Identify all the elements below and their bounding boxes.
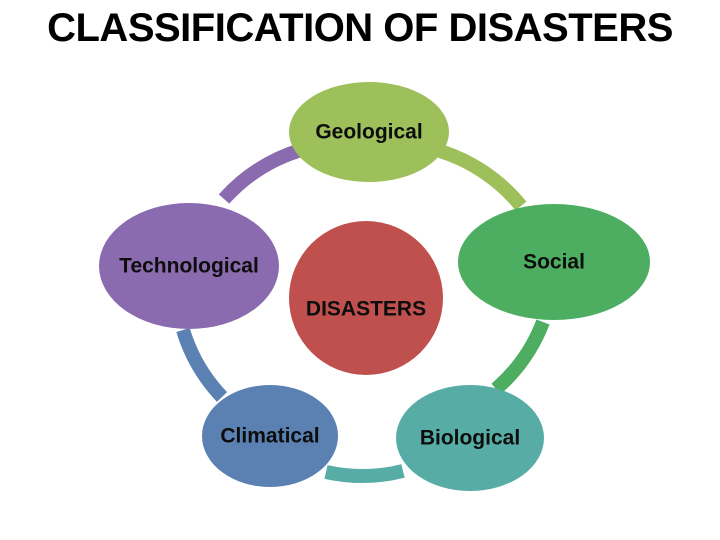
node-center-shape[interactable]: [289, 221, 443, 375]
node-social-label: Social: [523, 251, 585, 274]
connector-technological-geological: [218, 143, 304, 204]
node-technological[interactable]: Technological: [99, 203, 279, 329]
node-climatical-label: Climatical: [220, 425, 319, 448]
node-biological-label: Biological: [420, 427, 520, 450]
node-technological-shape[interactable]: [99, 203, 279, 329]
node-geological-shape[interactable]: [289, 82, 449, 182]
node-social[interactable]: Social: [458, 204, 650, 320]
node-geological[interactable]: Geological: [289, 82, 449, 182]
node-biological[interactable]: Biological: [396, 385, 544, 491]
node-climatical[interactable]: Climatical: [202, 385, 338, 487]
connector-geological-social: [437, 144, 527, 211]
node-climatical-shape[interactable]: [202, 385, 338, 487]
node-geological-label: Geological: [315, 121, 422, 144]
node-center-disasters[interactable]: DISASTERS: [289, 221, 443, 375]
page-title: CLASSIFICATION OF DISASTERS: [47, 6, 673, 50]
connector-group: [176, 143, 550, 483]
node-biological-shape[interactable]: [396, 385, 544, 491]
connector-biological-climatical: [324, 464, 405, 483]
classification-diagram: Geological Social Biological Climatical …: [99, 82, 650, 491]
node-center-label: DISASTERS: [306, 298, 426, 321]
node-technological-label: Technological: [119, 255, 259, 278]
connector-climatical-technological: [176, 327, 228, 402]
node-social-shape[interactable]: [458, 204, 650, 320]
connector-social-biological: [491, 319, 550, 395]
